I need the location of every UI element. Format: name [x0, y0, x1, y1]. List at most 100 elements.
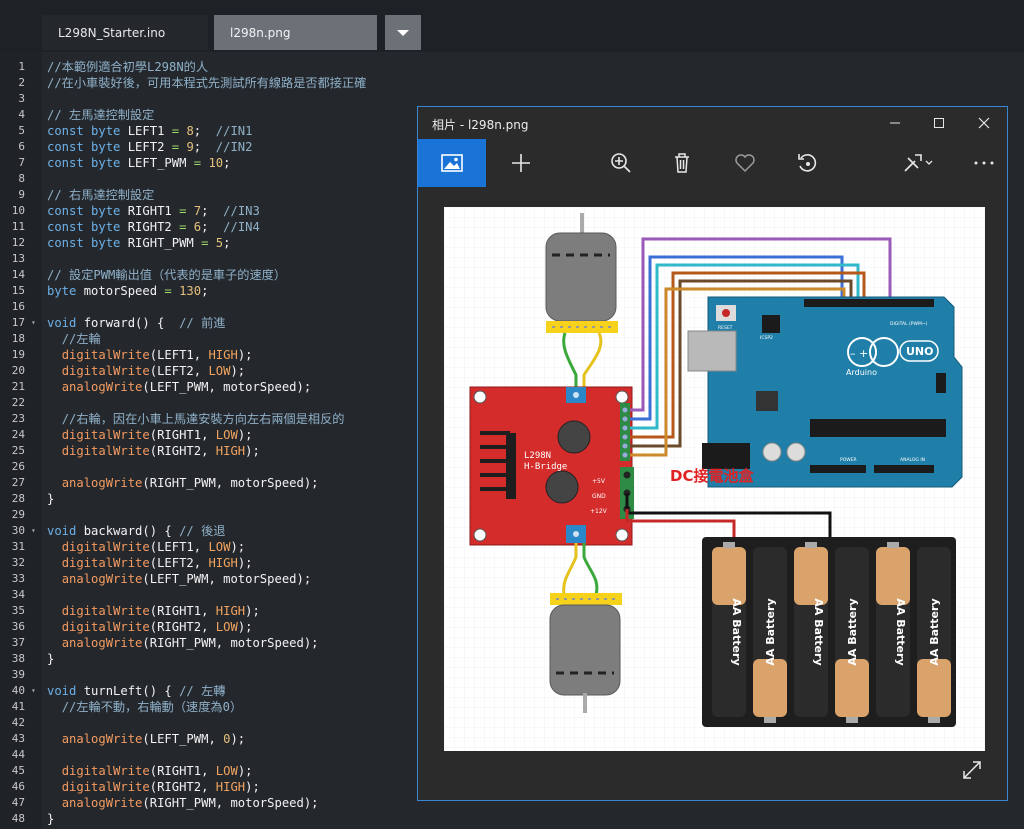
code-token: digitalWrite: [61, 556, 150, 570]
line-number: 1: [18, 60, 25, 73]
line-number: 5: [18, 124, 25, 137]
code-line: byte motorSpeed = 130;: [47, 283, 208, 299]
line-number: 4: [18, 108, 25, 121]
code-line: digitalWrite(RIGHT2, HIGH);: [47, 443, 260, 459]
tab-overflow-button[interactable]: [385, 15, 421, 50]
code-line: digitalWrite(LEFT2, LOW);: [47, 363, 245, 379]
rotate-icon: [798, 154, 817, 172]
view-image-button[interactable]: [418, 139, 486, 187]
add-button[interactable]: [492, 139, 550, 187]
minimize-button[interactable]: [880, 113, 910, 133]
code-line: //左輪: [47, 331, 101, 347]
fullscreen-button[interactable]: [961, 759, 983, 781]
code-token: [47, 332, 62, 346]
tab-l298n-starter[interactable]: L298N_Starter.ino: [42, 15, 208, 50]
line-number: 2: [18, 76, 25, 89]
close-button[interactable]: [969, 113, 999, 133]
line-number: 33: [11, 572, 25, 585]
code-token: RIGHT1: [127, 204, 180, 218]
code-line: const byte LEFT1 = 8; //IN1: [47, 123, 252, 139]
code-token: );: [237, 348, 253, 362]
code-token: HIGH: [208, 348, 238, 362]
code-token: // 左轉: [179, 684, 226, 698]
code-token: digitalWrite: [61, 780, 150, 794]
code-token: );: [237, 556, 253, 570]
more-icon: [974, 161, 994, 165]
code-line: void forward() { // 前進: [47, 315, 225, 331]
line-number: 19: [11, 348, 25, 361]
line-number: 32: [11, 556, 25, 569]
code-line: // 設定PWM輸出值（代表的是車子的速度）: [47, 267, 286, 283]
code-token: );: [230, 364, 246, 378]
code-token: const byte: [47, 124, 128, 138]
code-line: const byte LEFT_PWM = 10;: [47, 155, 230, 171]
code-token: // 右馬達控制設定: [47, 188, 155, 202]
more-button[interactable]: [955, 139, 1013, 187]
code-token: =: [179, 220, 194, 234]
line-number: 45: [11, 764, 25, 777]
line-number: 47: [11, 796, 25, 809]
tab-l298n-png[interactable]: l298n.png: [214, 15, 377, 50]
code-token: //左輪不動，右輪動（速度為0）: [61, 700, 243, 714]
code-token: LOW: [215, 428, 238, 442]
code-token: (RIGHT_PWM, motorSpeed);: [142, 796, 319, 810]
chevron-down-icon: [397, 29, 409, 36]
code-token: digitalWrite: [61, 620, 150, 634]
code-token: (LEFT2,: [149, 556, 209, 570]
code-token: LOW: [208, 364, 231, 378]
line-number: 9: [18, 188, 25, 201]
fold-toggle-icon[interactable]: ▾: [31, 318, 36, 327]
code-token: // 左馬達控制設定: [47, 108, 155, 122]
line-number: 12: [11, 236, 25, 249]
line-number: 28: [11, 492, 25, 505]
line-number: 7: [18, 156, 25, 169]
fold-toggle-icon[interactable]: ▾: [31, 526, 36, 535]
code-token: (RIGHT2,: [149, 620, 216, 634]
rotate-button[interactable]: [778, 139, 836, 187]
l298n-board: L298N H-Bridge +5V GND +12V: [469, 386, 634, 546]
maximize-button[interactable]: [924, 113, 954, 133]
code-token: [47, 556, 62, 570]
code-token: [47, 780, 62, 794]
code-token: turnLeft() {: [83, 684, 180, 698]
code-token: digitalWrite: [61, 764, 150, 778]
code-token: forward() {: [83, 316, 180, 330]
code-line: digitalWrite(RIGHT1, HIGH);: [47, 603, 260, 619]
code-token: 0: [223, 732, 231, 746]
top-motor: [545, 213, 618, 333]
line-number: 16: [11, 300, 25, 313]
code-token: HIGH: [215, 780, 246, 794]
aa-battery: AA Battery: [835, 547, 869, 723]
favorite-button[interactable]: [716, 139, 774, 187]
battery-label: AA Battery: [928, 598, 941, 665]
edit-icon: [904, 154, 933, 172]
line-number: 25: [11, 444, 25, 457]
code-token: [47, 540, 62, 554]
code-token: analogWrite: [61, 380, 143, 394]
code-token: (RIGHT_PWM, motorSpeed);: [142, 636, 319, 650]
code-token: HIGH: [215, 604, 246, 618]
line-number: 26: [11, 460, 25, 473]
code-token: 7: [193, 204, 202, 218]
edit-button[interactable]: [890, 139, 948, 187]
fold-toggle-icon[interactable]: ▾: [31, 686, 36, 695]
code-token: (RIGHT1,: [149, 764, 216, 778]
code-line: digitalWrite(RIGHT2, HIGH);: [47, 779, 260, 795]
code-token: void: [47, 524, 84, 538]
code-token: =: [171, 124, 187, 138]
code-line: // 右馬達控制設定: [47, 187, 154, 203]
zoom-button[interactable]: [592, 139, 650, 187]
delete-button[interactable]: [653, 139, 711, 187]
code-token: [47, 348, 62, 362]
line-number: 27: [11, 476, 25, 489]
code-token: );: [237, 428, 253, 442]
line-number: 24: [11, 428, 25, 441]
code-line: }: [47, 491, 54, 507]
code-line: analogWrite(RIGHT_PWM, motorSpeed);: [47, 475, 319, 491]
code-token: const byte: [47, 204, 128, 218]
code-line: analogWrite(LEFT_PWM, 0);: [47, 731, 245, 747]
code-line: digitalWrite(LEFT1, HIGH);: [47, 347, 253, 363]
dc-battery-annotation: DC接電池盒: [670, 467, 754, 485]
code-token: );: [245, 444, 260, 458]
code-token: HIGH: [215, 444, 246, 458]
